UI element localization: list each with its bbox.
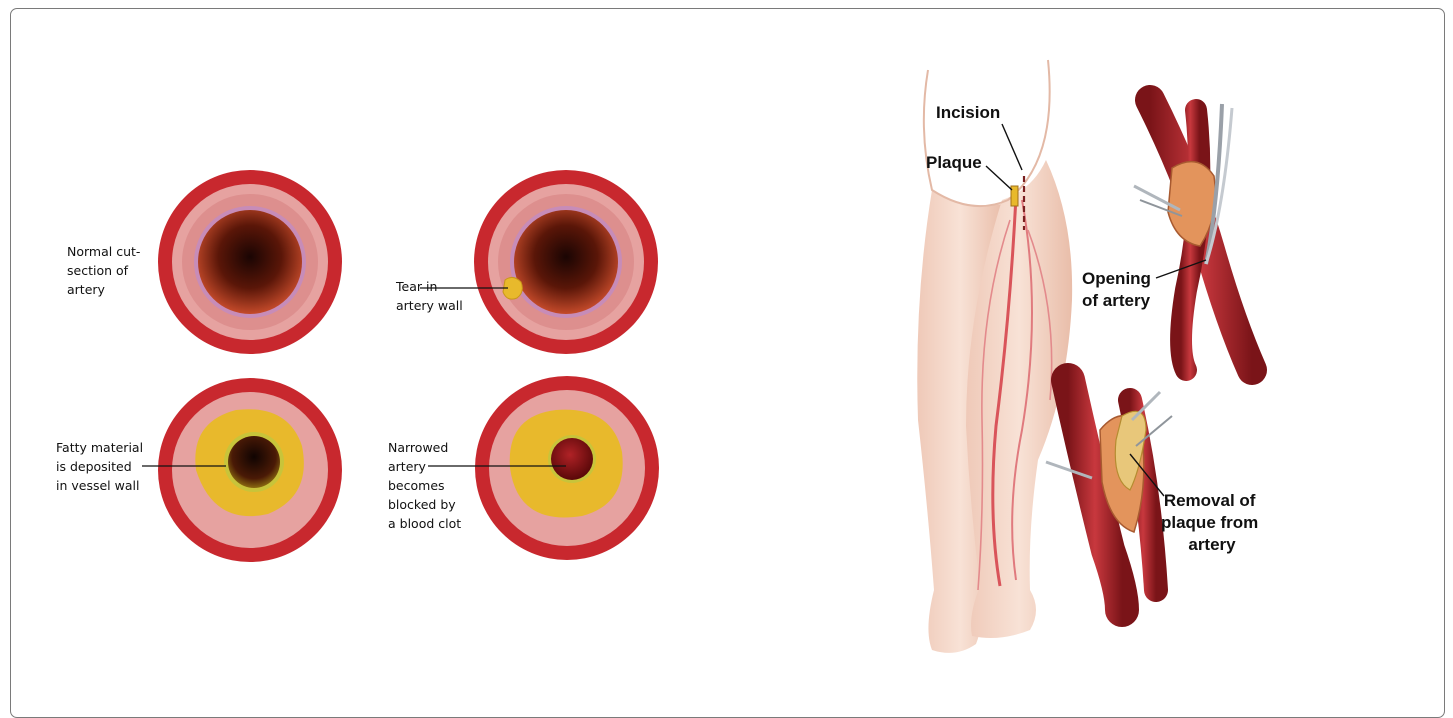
plaque-removal-illustration — [1046, 380, 1172, 610]
normal-label: Normal cut- section of artery — [67, 244, 144, 297]
artery-opening-illustration — [1134, 100, 1252, 370]
legs-illustration — [917, 60, 1072, 653]
narrowed-label: Narrowed artery becomes blocked by a blo… — [388, 440, 461, 531]
fatty-artery-cross-section — [158, 378, 342, 562]
torn-artery-cross-section — [474, 170, 658, 354]
blocked-artery-cross-section — [475, 376, 659, 560]
plaque-leader-line — [986, 166, 1012, 190]
incision-leader-line — [1002, 124, 1022, 170]
opening-label: Opening of artery — [1082, 269, 1156, 310]
incision-label: Incision — [936, 103, 1000, 122]
normal-artery-cross-section — [158, 170, 342, 354]
fatty-label: Fatty material is deposited in vessel wa… — [56, 440, 147, 493]
plaque-label: Plaque — [926, 153, 982, 172]
removal-label: Removal of plaque from artery — [1161, 491, 1263, 554]
tear-label: Tear in artery wall — [395, 279, 463, 313]
